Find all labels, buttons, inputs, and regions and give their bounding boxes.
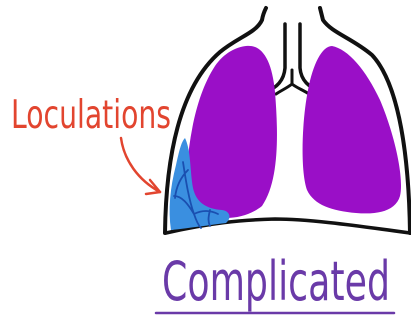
lung-left xyxy=(186,46,277,218)
diagram-title: Complicated xyxy=(162,250,390,313)
lung-right xyxy=(303,46,401,213)
annotation-label: Loculations xyxy=(11,93,171,138)
